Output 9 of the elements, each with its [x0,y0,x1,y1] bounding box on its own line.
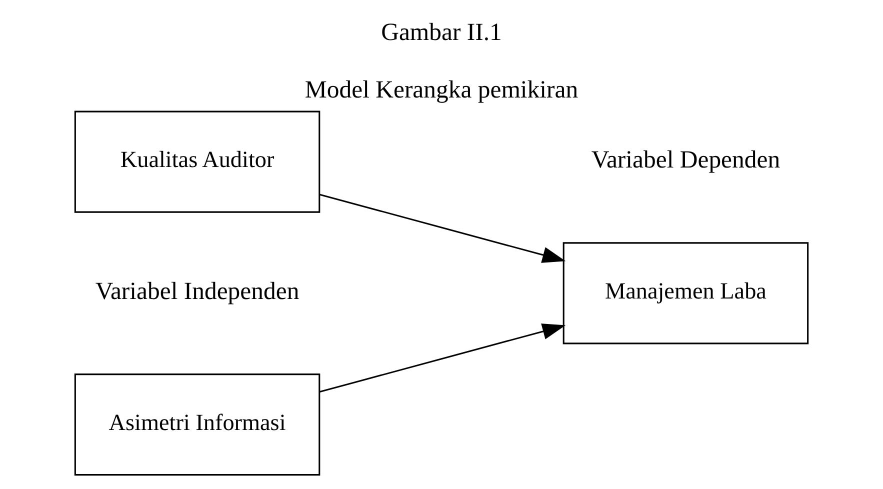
node-box: Asimetri Informasi [74,374,320,476]
label: Model Kerangka pemikiran [304,76,578,104]
label: Variabel Dependen [591,146,780,174]
arrow [319,194,566,263]
diagram-title: Gambar II.1 [381,19,502,46]
label: Variabel Independen [95,278,300,306]
node-box: Kualitas Auditor [74,110,320,213]
node-box: Manajemen Laba [562,242,809,344]
arrow [319,324,566,393]
